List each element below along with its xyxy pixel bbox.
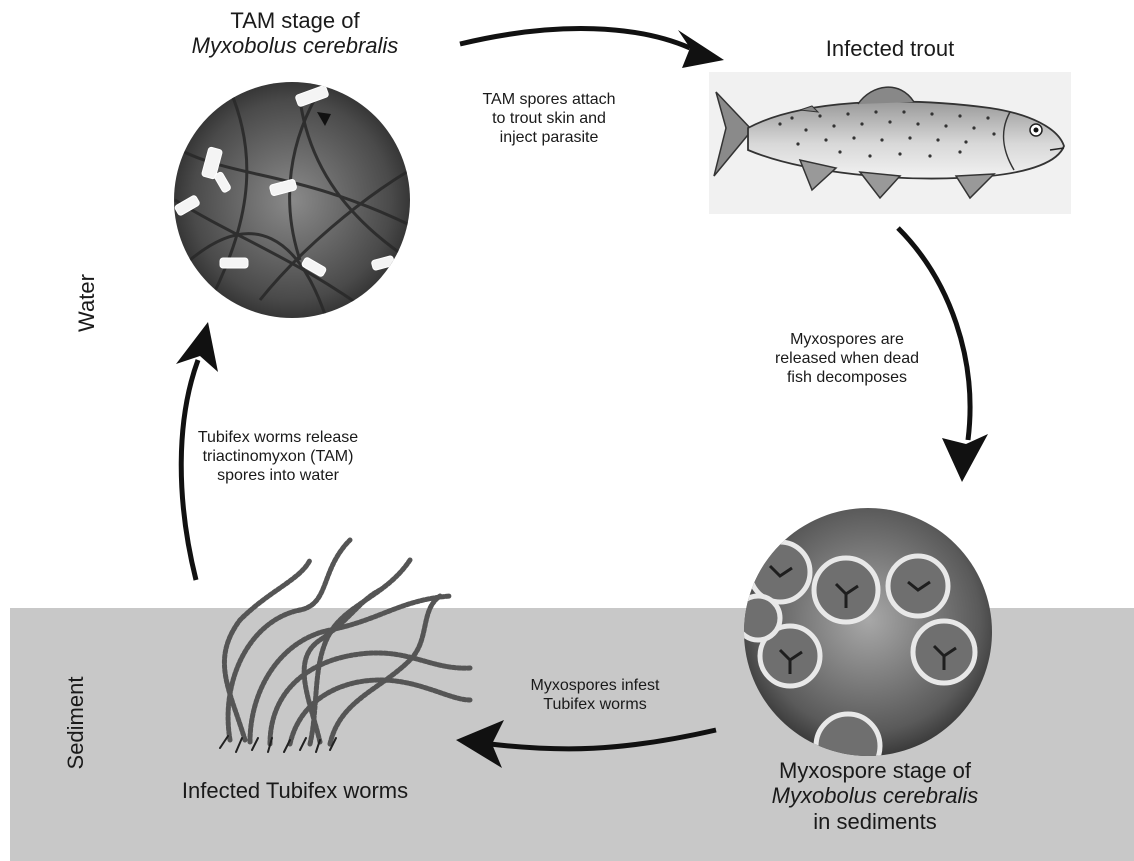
tubifex-label: Infected Tubifex worms (150, 778, 440, 803)
tubifex-to-tam-caption: Tubifex worms release triactinomyxon (TA… (178, 428, 378, 486)
trout-illustration (709, 72, 1071, 214)
caption-line: to trout skin and (464, 109, 634, 128)
tam-stage-line1: TAM stage of (170, 8, 420, 33)
myxospore-micrograph (736, 508, 992, 778)
tubifex-worms-illustration (220, 540, 470, 752)
arrow-tam-to-trout (460, 29, 690, 48)
caption-line: Myxospores are (752, 330, 942, 349)
caption-line: fish decomposes (752, 368, 942, 387)
caption-line: Tubifex worms (500, 695, 690, 714)
tam-stage-species: Myxobolus cerebralis (170, 33, 420, 58)
sediment-zone-label: Sediment (63, 673, 89, 773)
trout-label: Infected trout (790, 36, 990, 61)
trout-to-myxospore-caption: Myxospores are released when dead fish d… (752, 330, 942, 388)
water-zone-label: Water (74, 258, 100, 348)
caption-line: inject parasite (464, 128, 634, 147)
caption-line: released when dead (752, 349, 942, 368)
arrow-myxospore-to-tubifex (490, 730, 716, 749)
caption-line: spores into water (178, 466, 378, 485)
caption-line: Myxospores infest (500, 676, 690, 695)
arrowhead-myxospore (942, 434, 988, 482)
myxospore-to-tubifex-caption: Myxospores infest Tubifex worms (500, 676, 690, 714)
myxospore-stage-line3: in sediments (742, 809, 1008, 834)
tam-micrograph (174, 82, 420, 330)
caption-line: TAM spores attach (464, 90, 634, 109)
tam-stage-label: TAM stage of Myxobolus cerebralis (170, 8, 420, 59)
myxospore-stage-label: Myxospore stage of Myxobolus cerebralis … (742, 758, 1008, 834)
myxospore-stage-species: Myxobolus cerebralis (742, 783, 1008, 808)
tam-to-trout-caption: TAM spores attach to trout skin and inje… (464, 90, 634, 148)
arrowhead-trout (678, 30, 724, 68)
caption-line: triactinomyxon (TAM) (178, 447, 378, 466)
caption-line: Tubifex worms release (178, 428, 378, 447)
myxospore-stage-line1: Myxospore stage of (742, 758, 1008, 783)
